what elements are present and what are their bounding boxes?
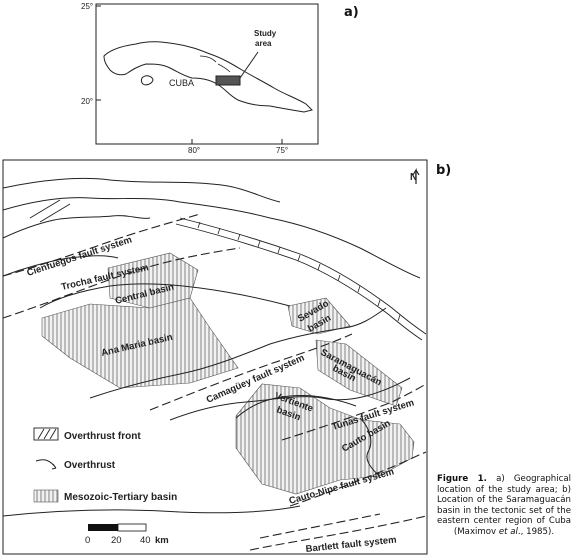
isla-juventud <box>140 75 154 86</box>
legend-overthrust-front-label: Overthrust front <box>64 431 141 442</box>
study-area-box <box>215 75 241 86</box>
north-arrow-icon <box>412 167 420 184</box>
caption-figure-number: Figure 1. <box>437 474 487 484</box>
panel-a-location-map: 25° 20° 80° 75° Study area CUBA <box>81 2 319 155</box>
lon-label-75: 75° <box>276 146 288 155</box>
scale-tick-0: 0 <box>85 535 90 546</box>
caption-cite-close: ., 1985). <box>517 526 555 537</box>
panel-b-tectonic-map: N Cienfuegos fault system Trocha fault s… <box>2 159 428 555</box>
overthrust-front-ticks <box>197 221 401 322</box>
scale-tick-20: 20 <box>111 535 122 546</box>
study-area-pointer <box>239 51 259 79</box>
basin-vertiente-cauto-area <box>235 383 415 495</box>
legend-overthrust-front-icon <box>33 427 59 441</box>
scale-tick-40: 40 <box>140 535 151 546</box>
study-area-label-line2: area <box>255 39 272 48</box>
basin-saramaguacan-area <box>315 339 403 407</box>
panel-a-frame <box>95 3 319 145</box>
panel-b-label: b) <box>436 163 452 178</box>
fault-trocha <box>2 247 241 319</box>
basin-ana-maria-area <box>41 297 239 389</box>
north-arrow-label: N <box>410 172 417 183</box>
cuba-outline <box>103 41 313 113</box>
legend-basin-label: Mesozoic-Tertiary basin <box>64 492 177 503</box>
fault-tunas <box>281 383 427 441</box>
caption-cite-open: (Maximov <box>453 526 499 537</box>
lat-label-20: 20° <box>81 97 93 106</box>
legend-overthrust-label: Overthrust <box>64 460 116 471</box>
legend-basin-icon <box>33 489 59 503</box>
figure-caption: Figure 1. a) Geographical location of th… <box>437 474 571 538</box>
scale-unit: km <box>155 535 169 546</box>
panel-a-label: a) <box>344 5 359 20</box>
legend-overthrust-icon <box>35 459 57 470</box>
overthrust-lines <box>2 177 421 517</box>
country-label: CUBA <box>169 78 194 88</box>
scale-bar: 0 20 40 km <box>85 523 169 546</box>
caption-text: a) Geographical location of the study ar… <box>437 474 572 527</box>
northern-cays <box>199 55 231 73</box>
study-area-label-line1: Study <box>254 29 277 38</box>
overthrust-front-lines <box>29 199 427 341</box>
caption-cite-etal: et al <box>498 526 518 537</box>
fault-cauto-nipe <box>289 451 427 507</box>
lat-label-25: 25° <box>81 2 93 11</box>
fault-lines <box>2 213 427 551</box>
fault-bartlett <box>249 515 427 551</box>
fault-cienfuegos <box>2 213 201 277</box>
lon-label-80: 80° <box>188 146 200 155</box>
legend: Overthrust front Overthrust Mesozoic-Ter… <box>33 427 177 503</box>
fault-camaguey <box>149 333 353 411</box>
